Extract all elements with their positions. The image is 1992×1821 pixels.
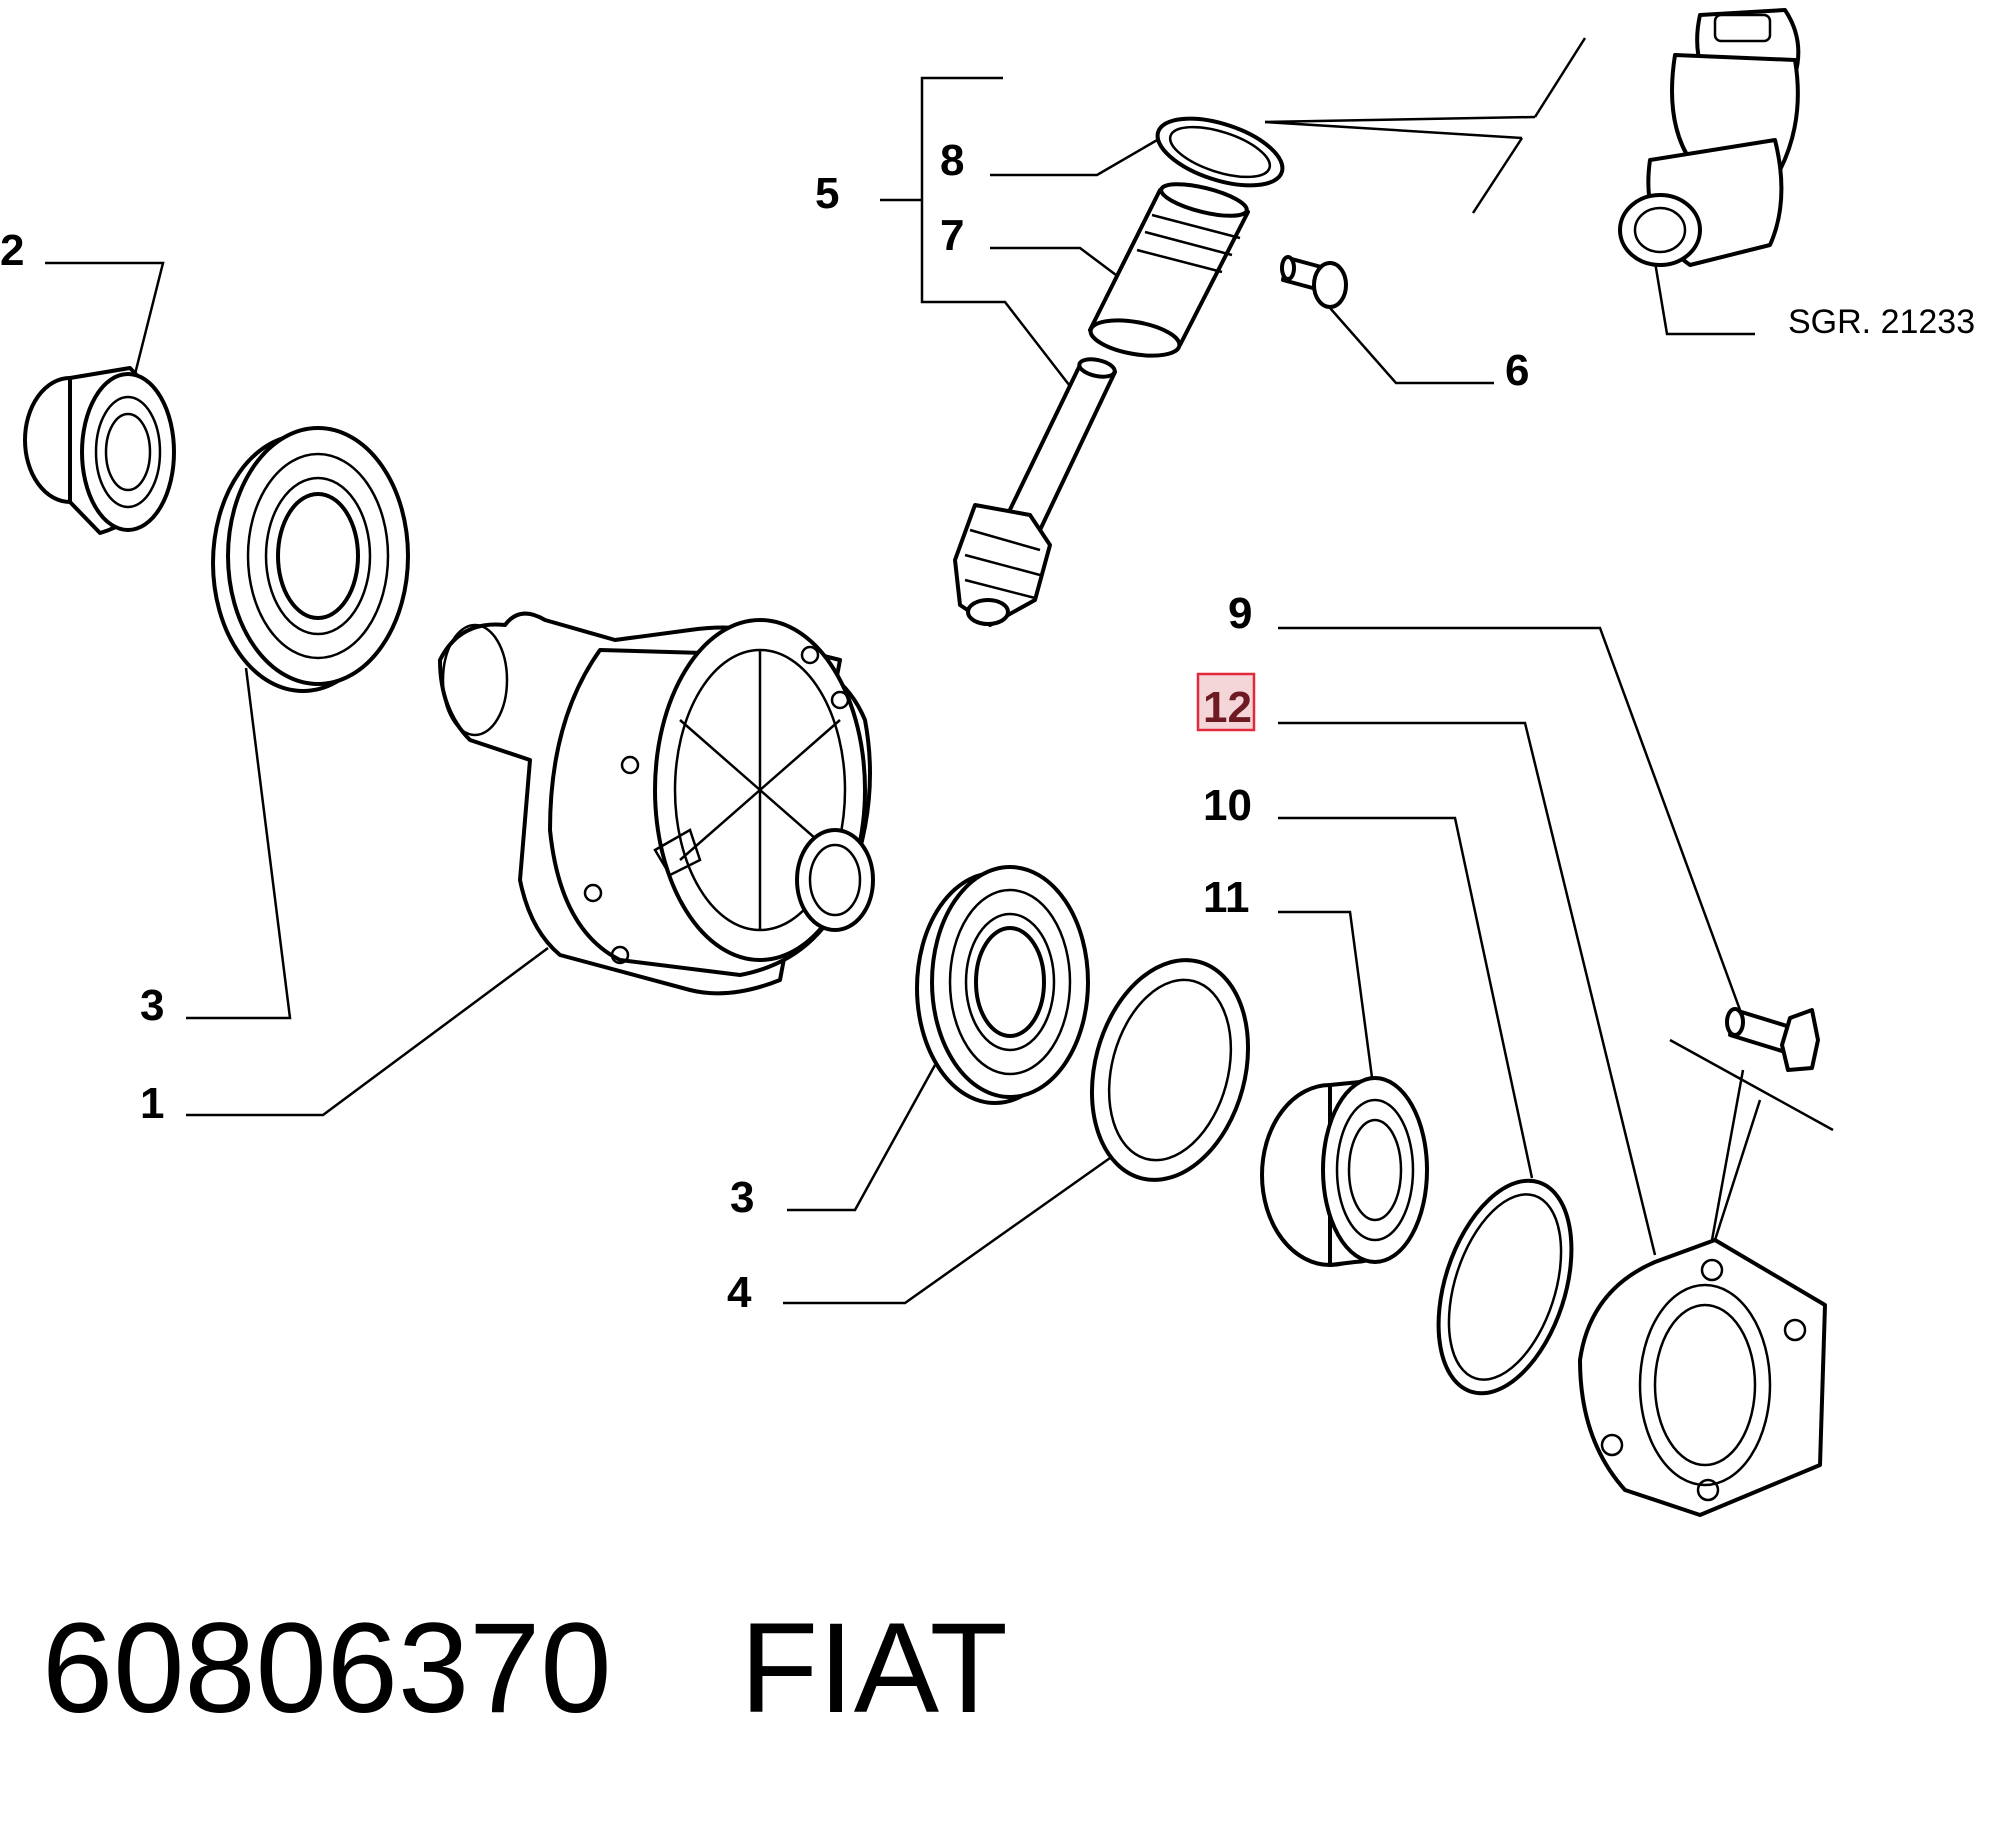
- leader-4: [783, 1156, 1111, 1305]
- callout-5: 5: [815, 169, 839, 218]
- leader-5-bracket: [920, 76, 1074, 391]
- leader-1: [186, 946, 549, 1117]
- callout-1: 1: [140, 1079, 164, 1128]
- callout-3-lower: 3: [730, 1173, 754, 1222]
- leader-2: [45, 261, 165, 383]
- leader-flange-b: [1710, 1069, 1745, 1241]
- leader-ref-c: [1533, 37, 1587, 118]
- callout-10: 10: [1203, 781, 1252, 830]
- highlight-box-12: [1196, 672, 1256, 732]
- part-2-bearing-cup: [23, 366, 176, 535]
- callout-9: 9: [1228, 589, 1252, 638]
- leader-8: [990, 123, 1184, 177]
- part-10-shim: [1436, 1178, 1574, 1396]
- part-3-bearing-lower: [915, 865, 1090, 1105]
- speed-sensor: [1618, 8, 1801, 267]
- leader-lines: [45, 37, 1834, 1305]
- leader-12: [1278, 721, 1657, 1256]
- callouts: 2 3 1 5 8 7 6 9 12 10 11 3 4 SGR. 21233: [0, 136, 1975, 1317]
- callout-12: 12: [1203, 683, 1252, 732]
- callout-7: 7: [940, 211, 964, 260]
- leader-flange-a: [1669, 1038, 1834, 1132]
- callout-6: 6: [1505, 346, 1529, 395]
- leader-ref: [1653, 261, 1755, 336]
- leader-9: [1278, 626, 1742, 1011]
- leader-3b: [787, 1064, 937, 1212]
- part-5-gear-shaft: [953, 357, 1117, 627]
- reference-label: SGR. 21233: [1788, 303, 1975, 341]
- leader-flange-c: [1713, 1099, 1762, 1241]
- brand-name: FIAT: [740, 1597, 1008, 1740]
- part-4-seal: [1089, 958, 1251, 1182]
- leader-6: [1329, 307, 1494, 385]
- leader-11: [1278, 910, 1375, 1086]
- leader-3a: [186, 667, 292, 1020]
- callout-11: 11: [1203, 873, 1250, 922]
- leader-7: [990, 246, 1121, 279]
- callout-3-upper: 3: [140, 981, 164, 1030]
- part-number: 60806370: [42, 1597, 612, 1740]
- part-9-bolt: [1725, 1007, 1820, 1072]
- part-12-flange-cover: [1578, 1238, 1827, 1517]
- callout-4: 4: [727, 1268, 752, 1317]
- leader-10: [1278, 816, 1534, 1179]
- leader-ref-d: [1471, 137, 1524, 214]
- part-1-differential-housing: [438, 611, 875, 996]
- part-11-bearing-cup: [1260, 1076, 1429, 1267]
- leader-ref-b: [1264, 120, 1523, 140]
- callout-8: 8: [940, 136, 964, 185]
- part-7-sleeve: [1088, 182, 1250, 358]
- part-3-bearing-upper: [211, 426, 410, 693]
- part-6-screw: [1280, 255, 1348, 309]
- leader-ref-a: [1264, 115, 1536, 124]
- part-8-o-ring: [1155, 116, 1285, 188]
- callout-2: 2: [0, 226, 24, 275]
